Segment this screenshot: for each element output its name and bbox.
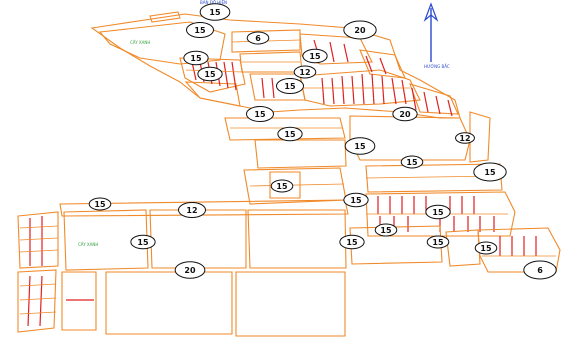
road-width-label: 20 xyxy=(354,26,366,35)
road-width-bubble: 6 xyxy=(523,260,557,280)
road-width-bubble-outline xyxy=(183,50,209,66)
road-width-bubble-outline xyxy=(473,162,507,182)
road-width-bubble-outline xyxy=(425,204,451,220)
road-width-bubble: 12 xyxy=(293,65,317,79)
road-width-bubble-outline xyxy=(246,31,270,45)
road-width-bubble: 15 xyxy=(246,106,274,122)
road-width-bubble-outline xyxy=(339,234,365,250)
road-width-bubble: 15 xyxy=(400,155,424,169)
road-width-bubble-outline xyxy=(276,78,304,94)
upper-block: CÂY XANH xyxy=(90,11,461,119)
road-width-bubble-outline xyxy=(246,106,274,122)
road-width-label: 15 xyxy=(346,238,358,247)
road-width-bubble-outline xyxy=(474,241,498,255)
road-width-bubble: 15 xyxy=(302,48,328,64)
road-width-label: 15 xyxy=(406,158,418,167)
road-width-label: 15 xyxy=(94,200,106,209)
road-width-bubble-outline xyxy=(197,66,223,82)
road-width-bubble: 20 xyxy=(343,20,377,40)
road-width-bubble-outline xyxy=(523,260,557,280)
road-width-bubble: 15 xyxy=(270,179,294,193)
road-width-label: 15 xyxy=(480,244,492,253)
road-width-bubble: 15 xyxy=(425,204,451,220)
road-width-label: 15 xyxy=(204,70,216,79)
road-width-label: 15 xyxy=(432,238,444,247)
road-width-label: 15 xyxy=(284,82,296,91)
road-width-bubble-outline xyxy=(186,22,214,38)
road-width-bubble-outline xyxy=(88,197,112,211)
parcel-dividers-lower-right xyxy=(499,236,537,256)
road-width-bubble-outline xyxy=(174,261,206,279)
road-width-bubble: 12 xyxy=(455,132,475,144)
road-width-bubble: 15 xyxy=(186,22,214,38)
road-width-bubble: 15 xyxy=(277,126,303,142)
area-label-greenery-2: CÂY XANH xyxy=(78,242,98,247)
road-width-label: 15 xyxy=(350,196,362,205)
road-width-bubble-outline xyxy=(302,48,328,64)
middle-block xyxy=(224,111,516,237)
road-width-bubble: 15 xyxy=(88,197,112,211)
parcel-subdividers-lower-left xyxy=(19,225,59,315)
road-width-bubble: 15 xyxy=(426,235,450,249)
road-width-bubble-outline xyxy=(426,235,450,249)
road-width-bubble-outline xyxy=(293,65,317,79)
road-width-bubble: 6 xyxy=(246,31,270,45)
road-width-label: 12 xyxy=(299,68,310,77)
road-width-bubble-outline xyxy=(392,106,418,122)
north-arrow-icon: HƯỚNG BẮC xyxy=(423,2,450,69)
road-width-bubble: 15 xyxy=(183,50,209,66)
area-label-greenery-1: CÂY XANH xyxy=(130,40,150,45)
road-width-bubble-outline xyxy=(344,137,376,155)
road-width-label: 15 xyxy=(484,168,496,177)
road-width-bubble: 15 xyxy=(130,234,156,250)
parcel-dividers-lower-left xyxy=(27,216,94,327)
north-label: HƯỚNG BẮC xyxy=(424,64,450,69)
road-width-label: 15 xyxy=(276,182,288,191)
road-width-bubble-outline xyxy=(199,3,231,21)
road-width-label: 12 xyxy=(459,134,470,143)
road-width-bubble: 15 xyxy=(344,137,376,155)
road-width-label: 20 xyxy=(399,110,411,119)
road-width-bubble: 15 xyxy=(197,66,223,82)
road-width-bubble: 15 xyxy=(474,241,498,255)
road-width-bubble: 20 xyxy=(174,261,206,279)
road-width-label: 15 xyxy=(354,142,366,151)
road-width-label: 6 xyxy=(255,34,261,43)
road-width-label: 15 xyxy=(432,208,444,217)
road-width-label: 6 xyxy=(537,266,543,275)
map-top-label: BÁN ĐỒ HIỆN xyxy=(200,0,227,5)
road-width-label: 15 xyxy=(137,238,149,247)
road-width-bubble: 15 xyxy=(339,234,365,250)
road-width-label: 15 xyxy=(190,54,202,63)
road-width-bubble-outline xyxy=(374,223,398,237)
road-width-bubble-outline xyxy=(455,132,475,144)
road-width-label: 12 xyxy=(186,206,197,215)
road-width-bubble: 15 xyxy=(374,223,398,237)
road-width-label: 15 xyxy=(209,8,221,17)
road-width-label: 15 xyxy=(194,26,206,35)
road-width-bubble: 15 xyxy=(473,162,507,182)
road-width-bubble: 15 xyxy=(343,192,369,208)
road-width-bubble-outline xyxy=(130,234,156,250)
road-width-bubble-outline xyxy=(400,155,424,169)
road-width-bubble-outline xyxy=(178,202,206,218)
road-width-bubble: 15 xyxy=(199,3,231,21)
road-width-label: 20 xyxy=(184,266,196,275)
road-width-bubble: 15 xyxy=(276,78,304,94)
road-width-bubble-outline xyxy=(343,192,369,208)
road-width-bubble: 12 xyxy=(178,202,206,218)
road-width-label: 15 xyxy=(284,130,296,139)
road-width-bubble: 20 xyxy=(392,106,418,122)
road-width-label: 15 xyxy=(254,110,266,119)
road-width-bubble-outline xyxy=(270,179,294,193)
road-width-bubble-outline xyxy=(343,20,377,40)
road-width-label: 15 xyxy=(380,226,392,235)
road-width-label: 15 xyxy=(309,52,321,61)
road-width-bubble-outline xyxy=(277,126,303,142)
